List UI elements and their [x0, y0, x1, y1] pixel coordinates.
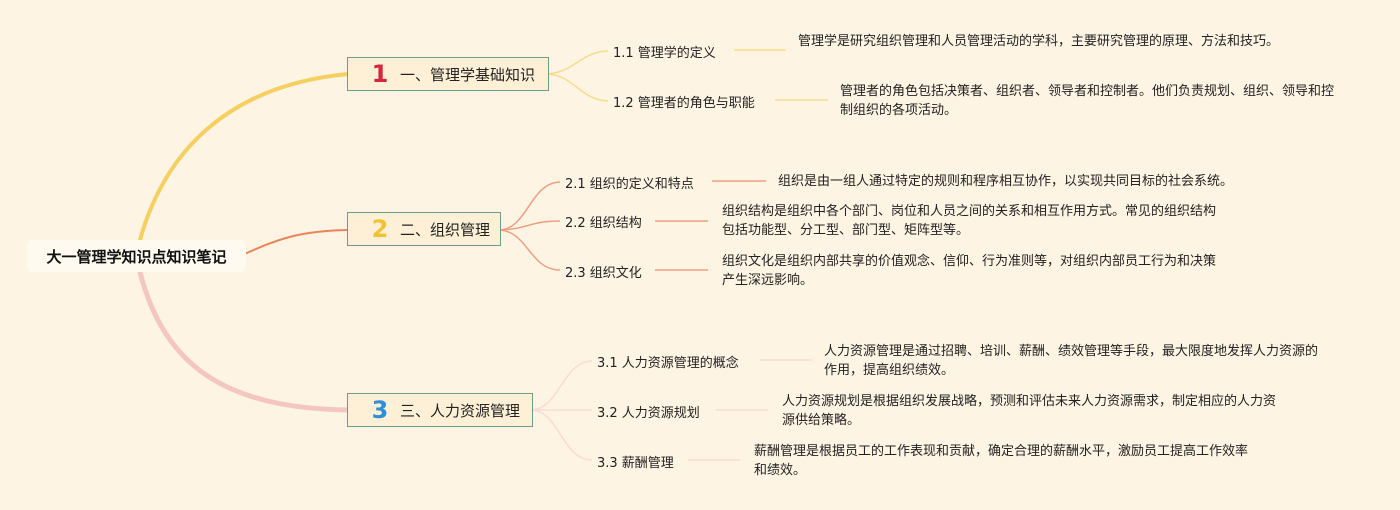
branch-label: 三、人力资源管理 [400, 401, 521, 420]
link-branch-1-item-1 [547, 50, 609, 75]
subtopic-1-2[interactable]: 1.2 管理者的角色与职能 [613, 96, 755, 111]
subtopic-3-1[interactable]: 3.1 人力资源管理的概念 [597, 356, 739, 371]
number-2-icon: 2 [371, 215, 389, 243]
link-branch-2-item-1 [499, 181, 561, 231]
description-2-3: 组织文化是组织内部共享的价值观念、信仰、行为准则等，对组织内部员工行为和决策产生… [722, 254, 1217, 288]
link-branch-2-item-3 [499, 229, 561, 271]
description-1-2: 管理者的角色包括决策者、组织者、领导者和控制者。他们负责规划、组织、领导和控制组… [840, 84, 1335, 118]
root-topic[interactable]: 大一管理学知识点知识笔记 [27, 240, 246, 272]
subtopic-1-1[interactable]: 1.1 管理学的定义 [613, 46, 716, 61]
description-2-1: 组织是由一组人通过特定的规则和程序相互协作，以实现共同目标的社会系统。 [778, 174, 1234, 189]
branch-topic-1[interactable]: 1 一、管理学基础知识 [347, 57, 549, 91]
link-branch-3-item-3 [531, 409, 593, 461]
link-branch-3-item-1 [531, 360, 593, 411]
link-branch-1-item-2 [547, 73, 609, 102]
link-branch-2-item-2 [499, 220, 561, 231]
description-3-3: 薪酬管理是根据员工的工作表现和贡献，确定合理的薪酬水平，激励员工提高工作效率和绩… [754, 444, 1249, 478]
description-3-1: 人力资源管理是通过招聘、培训、薪酬、绩效管理等手段，最大限度地发挥人力资源的作用… [824, 344, 1319, 378]
link-root-branch-3 [137, 269, 351, 413]
description-2-2: 组织结构是组织中各个部门、岗位和人员之间的关系和相互作用方式。常见的组织结构包括… [722, 204, 1217, 238]
branch-topic-3[interactable]: 3 三、人力资源管理 [347, 393, 533, 427]
subtopic-3-2[interactable]: 3.2 人力资源规划 [597, 406, 700, 421]
subtopic-3-3[interactable]: 3.3 薪酬管理 [597, 456, 674, 471]
number-1-icon: 1 [371, 60, 389, 88]
branch-label: 二、组织管理 [400, 220, 491, 239]
link-root-branch-2 [239, 229, 349, 257]
subtopic-2-2[interactable]: 2.2 组织结构 [565, 216, 642, 231]
subtopic-2-1[interactable]: 2.1 组织的定义和特点 [565, 177, 694, 192]
subtopic-2-3[interactable]: 2.3 组织文化 [565, 266, 642, 281]
branch-label: 一、管理学基础知识 [400, 65, 536, 84]
description-3-2: 人力资源规划是根据组织发展战略，预测和评估未来人力资源需求，制定相应的人力资源供… [782, 394, 1277, 428]
link-root-branch-1 [138, 72, 350, 242]
branch-topic-2[interactable]: 2 二、组织管理 [347, 212, 501, 246]
description-1-1: 管理学是研究组织管理和人员管理活动的学科，主要研究管理的原理、方法和技巧。 [798, 34, 1280, 49]
number-3-icon: 3 [371, 396, 389, 424]
